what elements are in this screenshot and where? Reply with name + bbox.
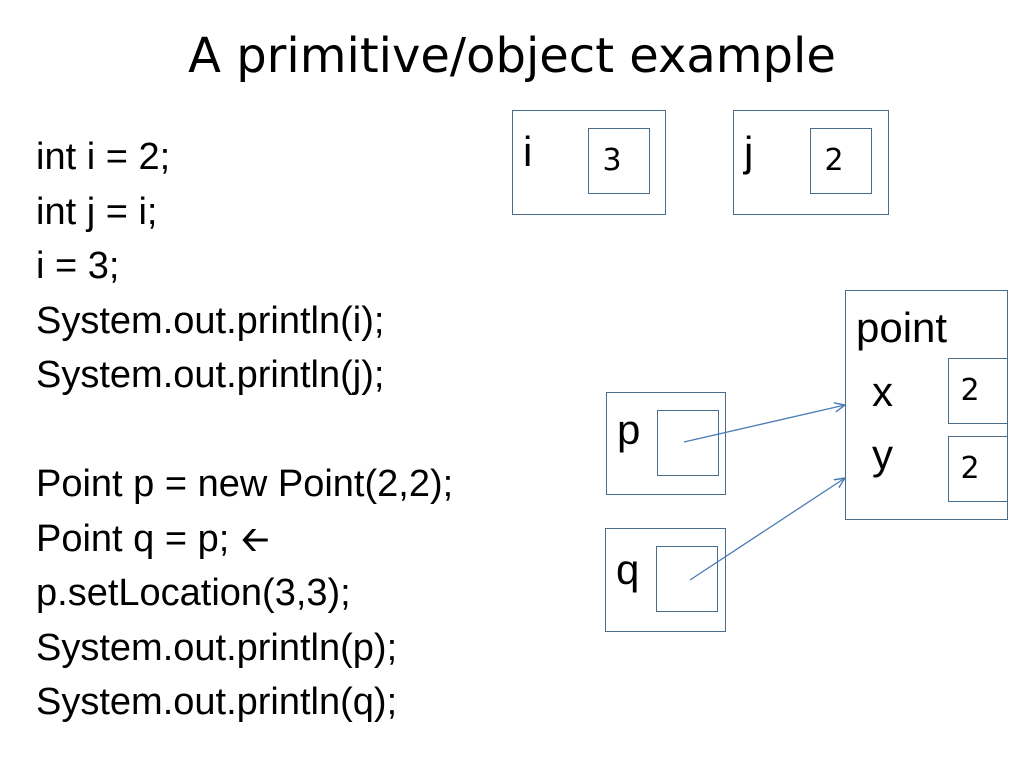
field-cell-y: 2 — [948, 436, 1008, 502]
reference-label-p: p — [617, 406, 641, 453]
value-j: 2 — [824, 143, 844, 178]
variable-box-i: i 3 — [512, 110, 666, 215]
code-line-current: Point q = p; 🡠 — [36, 512, 453, 567]
field-value-y: 2 — [960, 451, 980, 486]
field-label-x: x — [872, 368, 893, 415]
field-label-y: y — [872, 431, 893, 478]
code-line: Point p = new Point(2,2); — [36, 463, 454, 505]
code-line: System.out.println(j); — [36, 354, 385, 396]
code-line: System.out.println(i); — [36, 299, 385, 342]
value-cell-j: 2 — [810, 128, 872, 194]
reference-box-p: p — [606, 392, 726, 495]
point-object-box: point x y 2 2 — [845, 290, 1008, 520]
code-line: p.setLocation(3,3); — [36, 572, 351, 614]
slide-title: A primitive/object example — [188, 28, 836, 84]
code-line: int j = i; — [36, 190, 158, 233]
left-arrow-icon: 🡠 — [241, 519, 269, 560]
code-line-text: Point q = p; — [36, 517, 230, 560]
value-i: 3 — [602, 143, 622, 178]
reference-cell-p — [657, 410, 719, 476]
code-line: i = 3; — [36, 245, 120, 287]
variable-label-j: j — [744, 128, 754, 175]
code-line-blank — [36, 403, 453, 458]
code-line: System.out.println(p); — [36, 626, 398, 669]
field-value-x: 2 — [960, 373, 980, 408]
code-line: System.out.println(q); — [36, 681, 398, 723]
code-block: int i = 2; int j = i; i = 3; System.out.… — [36, 130, 453, 730]
value-cell-i: 3 — [588, 128, 650, 194]
field-cell-x: 2 — [948, 358, 1008, 424]
reference-cell-q — [656, 546, 718, 612]
variable-box-j: j 2 — [733, 110, 889, 215]
code-line: int i = 2; — [36, 136, 171, 178]
reference-box-q: q — [605, 528, 726, 632]
object-label: point — [856, 304, 948, 351]
variable-label-i: i — [523, 128, 533, 175]
reference-label-q: q — [616, 546, 640, 593]
